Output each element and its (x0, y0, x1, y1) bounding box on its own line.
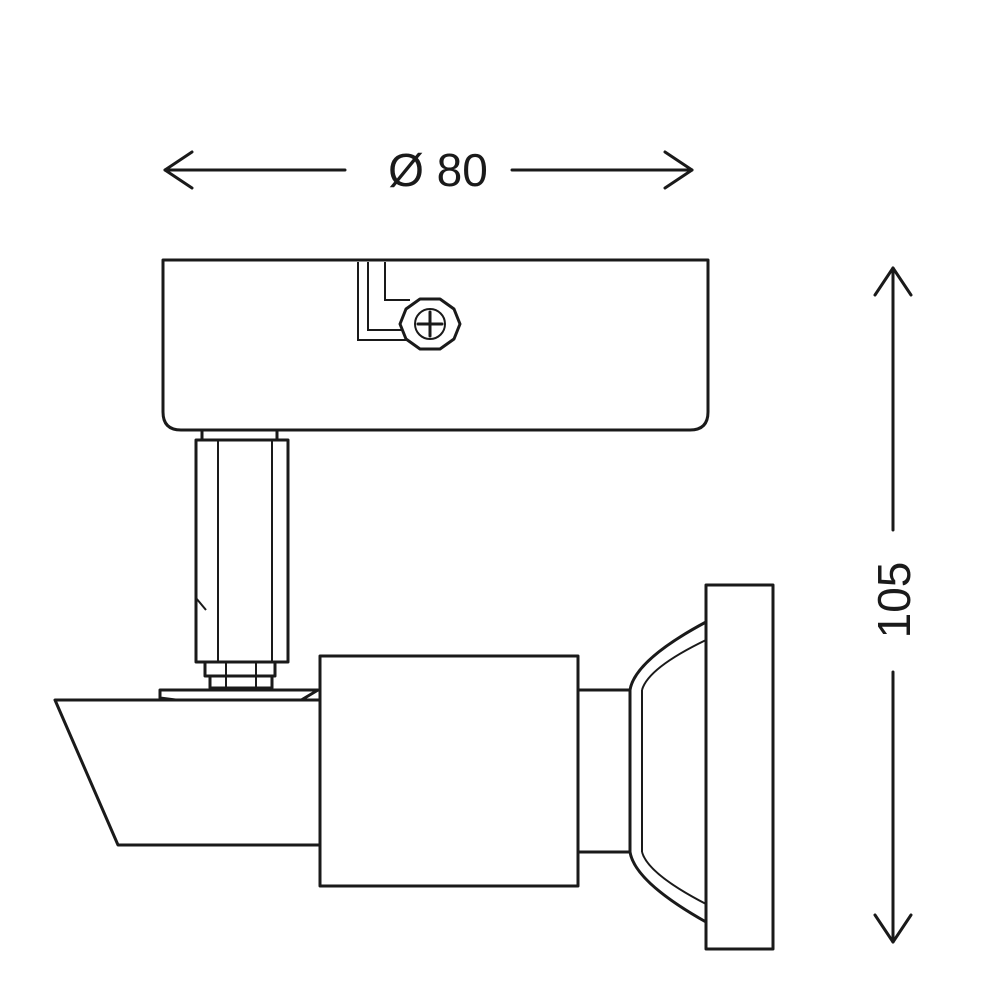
bulb-contour-top (641, 639, 707, 691)
bulb-contour-bottom (641, 851, 707, 905)
stem-nut-upper (203, 660, 277, 678)
stem (194, 428, 290, 690)
stem-notch (195, 597, 207, 611)
screw-ring (414, 308, 446, 340)
lens-plate (704, 583, 775, 951)
front-lens (704, 583, 775, 951)
stem-tube (194, 438, 290, 664)
width-arrow-left (163, 150, 194, 190)
neck-ring (576, 688, 632, 854)
lamp-body (318, 654, 580, 888)
screw-icon (398, 297, 462, 351)
height-arrow-top (873, 266, 913, 297)
base-slot-right (367, 262, 410, 331)
reflector-bulb (628, 620, 708, 924)
height-dimension-label: 105 (868, 562, 920, 639)
base-slot-left (357, 262, 410, 341)
base-slot-inner (384, 262, 410, 301)
lamp-shade (53, 698, 322, 847)
stem-nut-lower (208, 674, 274, 690)
width-arrow-right (663, 150, 694, 190)
width-dimension-label: Ø 80 (388, 144, 488, 196)
lamp-neck (576, 688, 632, 854)
height-arrow-bottom (873, 913, 913, 944)
height-dimension: 105 (868, 266, 920, 944)
width-dimension: Ø 80 (163, 144, 694, 196)
shade-outline (53, 698, 322, 847)
body-cylinder (318, 654, 580, 888)
